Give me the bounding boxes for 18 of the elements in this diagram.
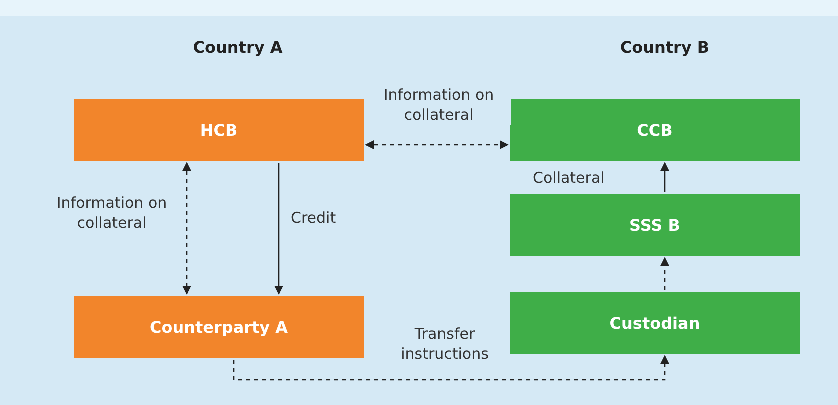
arrow: [660, 257, 670, 290]
process-box: [510, 194, 800, 256]
process-box: [510, 99, 800, 161]
process-box: [74, 296, 364, 358]
arrow: [660, 162, 670, 192]
arrow: [274, 163, 284, 295]
box-label: Counterparty A: [150, 318, 288, 336]
box-label: HCB: [200, 120, 238, 140]
column-heading: Country A: [192, 38, 284, 57]
process-box: [74, 99, 364, 161]
arrow: [233, 355, 670, 381]
column-heading: Country B: [619, 38, 711, 57]
box-label: SSS B: [630, 216, 680, 234]
process-box: [510, 292, 800, 354]
box-label: CCB: [637, 120, 673, 140]
box-label: Custodian: [610, 314, 700, 332]
arrow: [365, 140, 509, 150]
arrow: [182, 162, 192, 295]
